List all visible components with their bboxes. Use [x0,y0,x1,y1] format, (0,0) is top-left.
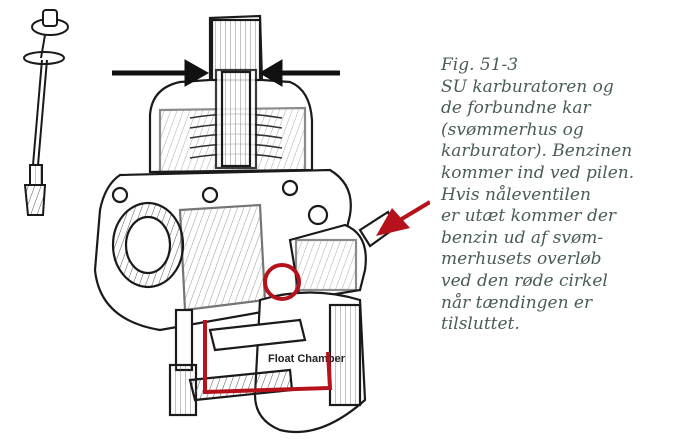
caption-line: er utæt kommer der [441,206,617,227]
caption-line: når tændingen er [441,292,593,313]
carburetor-illustration: Float Chamber [23,9,430,434]
caption-line: ved den røde cirkel [441,270,608,291]
suction-chamber [148,14,314,174]
caption-line: kommer ind ved pilen. [441,162,635,183]
caption-line: benzin ud af svøm- [441,227,604,248]
figure-caption: Fig. 51-3 SU karburatoren og de forbundn… [441,55,669,336]
overflow-circle-marker [263,263,301,301]
caption-line: Hvis nåleventilen [441,184,591,205]
caption-line: (svømmerhus og [441,119,584,140]
caption-figure-number: Fig. 51-3 [441,55,519,75]
float-chamber-label: Float Chamber [268,353,346,365]
damper-rod [23,9,69,216]
overflow-path-marker [203,320,333,395]
caption-line: de forbundne kar [441,98,591,119]
chamber-arrows [112,59,340,87]
caption-line: SU karburatoren og [441,76,614,97]
caption-line: tilsluttet. [441,314,520,335]
fuel-inlet-arrow-shaft [398,200,430,222]
red-marker-annotations [203,200,430,395]
caption-line: merhusets overløb [441,249,602,270]
linkage [168,308,307,417]
carburetor-body [93,168,352,332]
fuel-inlet-arrow-head [376,208,410,236]
caption-line: karburator). Benzinen [441,141,633,162]
